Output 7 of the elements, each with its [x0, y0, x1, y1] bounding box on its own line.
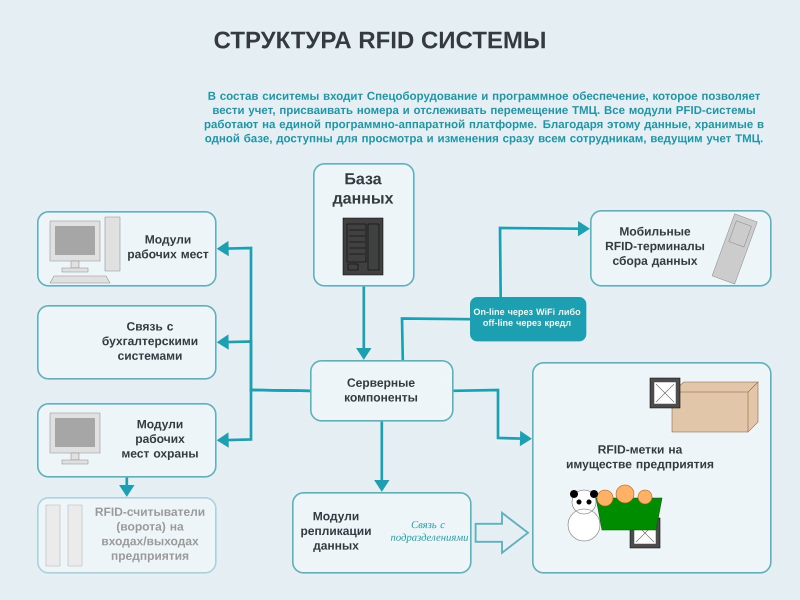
title: СТРУКТУРА RFID СИСТЕМЫ: [214, 32, 545, 48]
connection-box: On-line через WiFi либо off-line через кредл: [470, 297, 586, 342]
process-box: Серверные компоненты: [310, 360, 454, 422]
description-text: В состав сиситемы входит Спецоборудование и программное обеспечение, которое позволяет вести учет, присваивать номера и отслеживать перемещение ТМЦ. Все модули PFID-системы работают на единой программно-аппаратной платформе. Благодаря этому данные, хранимые в одной базе, доступны для просмотра и изменения сразу всем сотрудникам, ведущим учет ТМЦ.: [204, 91, 764, 145]
arrow: [474, 510, 530, 555]
process-box: Связь с бухгалтерскими системами: [37, 305, 217, 380]
process-box: Модули репликации данных Связь с подразделениями: [292, 492, 472, 574]
